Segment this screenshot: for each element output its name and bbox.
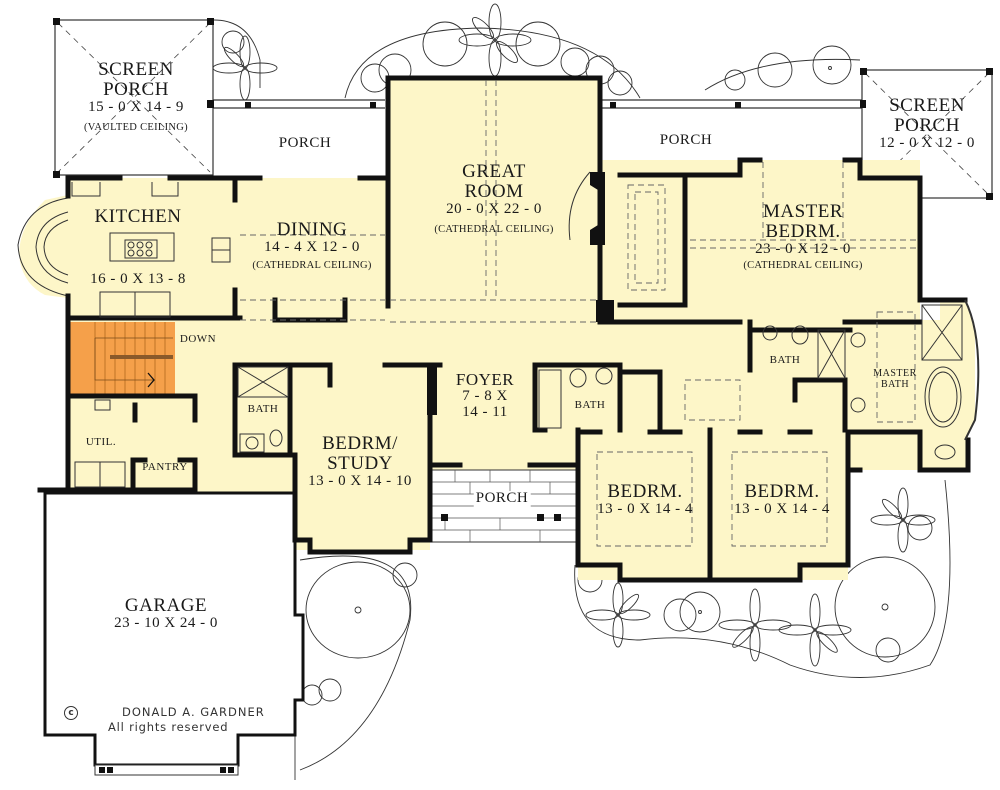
room-master-bath: MASTER BATH xyxy=(873,368,917,390)
room-name: PORCH xyxy=(894,114,960,136)
room-name: BEDRM/ xyxy=(322,433,398,454)
kitchen-bay-window xyxy=(17,197,69,297)
room-dimensions: 14 - 11 xyxy=(462,403,508,420)
room-name: BATH xyxy=(880,378,910,390)
room-pantry: PANTRY xyxy=(142,461,188,473)
room-porch-left: PORCH xyxy=(278,135,332,152)
room-dimensions: 20 - 0 X 22 - 0 xyxy=(446,200,542,217)
room-name: PORCH xyxy=(278,135,332,151)
room-dimensions: 13 - 0 X 14 - 10 xyxy=(308,472,412,489)
room-dimensions: 7 - 8 X xyxy=(462,387,508,404)
room-dimensions: 13 - 0 X 14 - 4 xyxy=(597,500,693,517)
garage-area xyxy=(43,491,305,776)
room-dimensions: 15 - 0 X 14 - 9 xyxy=(88,98,184,115)
ceiling-note: (CATHEDRAL CEILING) xyxy=(434,223,554,235)
room-bedroom-study: BEDRM/ STUDY 13 - 0 X 14 - 10 xyxy=(308,434,412,490)
room-porch-right: PORCH xyxy=(659,132,713,149)
room-master-bedroom: MASTER BEDRM. 23 - 0 X 12 - 0 (CATHEDRAL… xyxy=(743,202,862,271)
room-name: DINING xyxy=(276,219,348,240)
room-name: BEDRM. xyxy=(744,481,820,502)
room-screen-porch-left: SCREEN PORCH 15 - 0 X 14 - 9 (VAULTED CE… xyxy=(84,60,188,133)
room-dimensions: 14 - 4 X 12 - 0 xyxy=(264,238,360,255)
ceiling-lines xyxy=(240,80,918,547)
room-bath-center: BATH xyxy=(574,399,606,411)
fireplace xyxy=(427,172,614,415)
ceiling-note: (CATHEDRAL CEILING) xyxy=(743,259,863,271)
room-name: BEDRM. xyxy=(607,481,683,502)
rights-notice: All rights reserved xyxy=(108,720,229,734)
room-dimensions: 23 - 10 X 24 - 0 xyxy=(114,614,218,631)
room-name: KITCHEN xyxy=(94,206,182,227)
fixtures xyxy=(71,171,980,488)
designer-credit: DONALD A. GARDNER xyxy=(122,705,265,719)
staircase xyxy=(70,322,175,394)
room-garage: GARAGE 23 - 10 X 24 - 0 xyxy=(114,596,218,632)
room-name: PORCH xyxy=(659,132,713,148)
room-name: SCREEN xyxy=(98,59,174,80)
copyright-icon: c xyxy=(64,706,78,720)
room-kitchen-dims: 16 - 0 X 13 - 8 xyxy=(90,271,186,288)
room-util: UTIL. xyxy=(85,436,117,448)
room-name: GREAT xyxy=(462,161,526,182)
room-name: MASTER xyxy=(762,201,844,222)
room-dimensions: 23 - 0 X 12 - 0 xyxy=(755,240,851,257)
room-name: SCREEN xyxy=(889,95,965,116)
room-dimensions: 12 - 0 X 12 - 0 xyxy=(879,134,975,151)
room-name: STUDY xyxy=(327,452,393,474)
room-name: ROOM xyxy=(464,180,524,202)
room-foyer: FOYER 7 - 8 X 14 - 11 xyxy=(456,371,514,420)
room-name: MASTER xyxy=(873,368,917,379)
room-dimensions: 13 - 0 X 14 - 4 xyxy=(734,500,830,517)
room-name: PORCH xyxy=(103,78,169,100)
porch-posts xyxy=(53,18,993,200)
landscaping xyxy=(212,3,951,780)
room-name: GARAGE xyxy=(124,595,208,616)
stairs-down-label: DOWN xyxy=(179,333,217,345)
interior-floor xyxy=(19,78,975,580)
room-name: FOYER xyxy=(455,370,515,389)
room-kitchen: KITCHEN xyxy=(95,207,182,227)
ceiling-note: (CATHEDRAL CEILING) xyxy=(252,259,372,271)
room-bath-right: BATH xyxy=(769,354,801,366)
room-name: BEDRM. xyxy=(765,220,841,242)
room-porch-front: PORCH xyxy=(473,490,531,507)
room-bedroom-3: BEDRM. 13 - 0 X 14 - 4 xyxy=(734,482,830,518)
room-dimensions: 16 - 0 X 13 - 8 xyxy=(90,271,186,287)
room-bath-hall: BATH xyxy=(247,403,279,415)
room-great-room: GREAT ROOM 20 - 0 X 22 - 0 (CATHEDRAL CE… xyxy=(434,162,553,235)
room-bedroom-2: BEDRM. 13 - 0 X 14 - 4 xyxy=(597,482,693,518)
room-screen-porch-right: SCREEN PORCH 12 - 0 X 12 - 0 xyxy=(879,96,975,152)
room-name: PORCH xyxy=(475,490,529,506)
ceiling-note: (VAULTED CEILING) xyxy=(84,121,188,133)
room-dining: DINING 14 - 4 X 12 - 0 (CATHEDRAL CEILIN… xyxy=(252,220,371,271)
